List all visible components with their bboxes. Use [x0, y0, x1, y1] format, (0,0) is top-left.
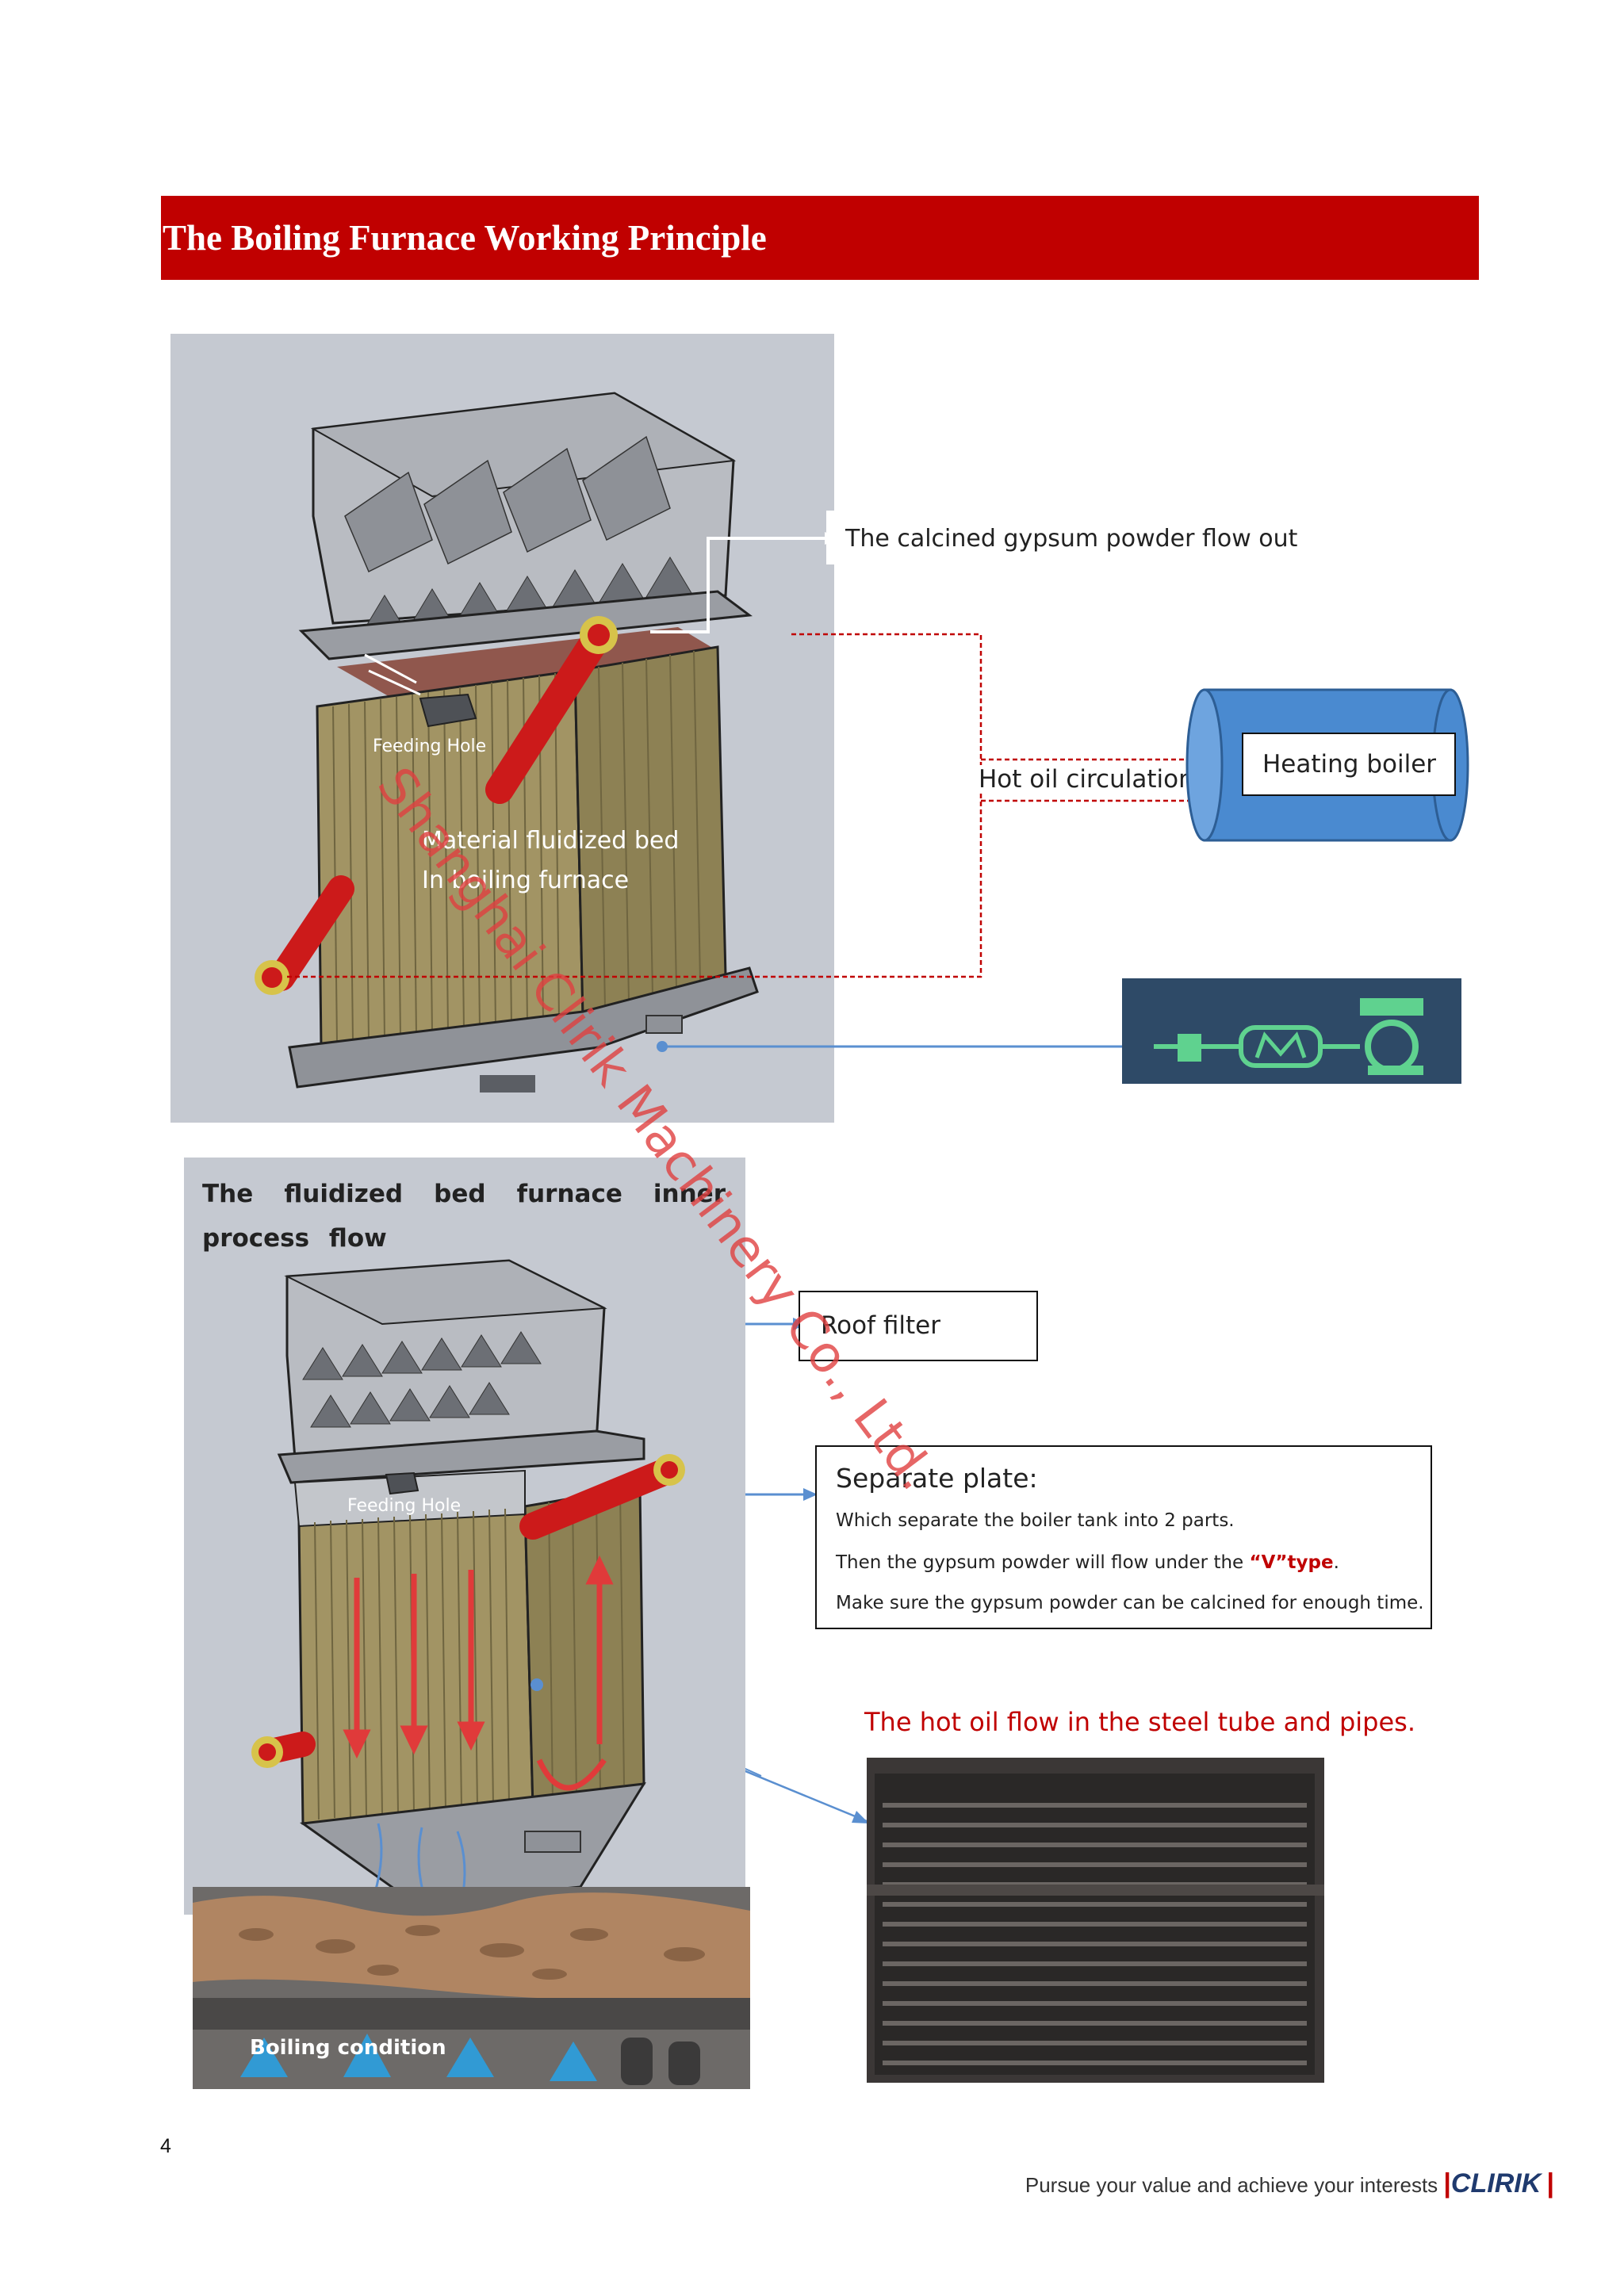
furnace-illustration-bottom	[251, 1259, 685, 1904]
hot-oil-circulation-label: Hot oil circulation	[975, 765, 1197, 794]
motor-blower-icon	[1122, 978, 1461, 1084]
footer-slogan: Pursue your value and achieve your inter…	[1025, 2173, 1438, 2197]
hot-oil-caption: The hot oil flow in the steel tube and p…	[864, 1707, 1415, 1737]
furnace-render-bottom: The fluidized bed furnace inner process …	[184, 1158, 745, 1915]
flow-out-label: The calcined gypsum powder flow out	[845, 525, 1298, 553]
page-number: 4	[160, 2135, 171, 2157]
section-title: The Boiling Furnace Working Principle	[163, 218, 767, 258]
fluidized-bed-label-line2: In boiling furnace	[422, 867, 630, 894]
boiling-condition-image: Boiling condition	[193, 1887, 750, 2089]
separate-plate-line3: Make sure the gypsum powder can be calci…	[836, 1593, 1424, 1613]
separate-plate-line1: Which separate the boiler tank into 2 pa…	[836, 1510, 1235, 1531]
process-flow-title: The fluidized bed furnace inner process …	[202, 1180, 726, 1253]
section-header-banner: The Boiling Furnace Working Principle	[161, 196, 1479, 280]
boiling-condition-illustration	[193, 1887, 750, 2089]
boiling-condition-label: Boiling condition	[250, 2036, 446, 2060]
flow-out-callout: The calcined gypsum powder flow out	[826, 511, 1297, 564]
separate-plate-title: Separate plate:	[836, 1463, 1038, 1494]
separate-plate-line2: Then the gypsum powder will flow under t…	[836, 1552, 1339, 1573]
footer-divider-left: |	[1443, 2168, 1451, 2198]
feeding-hole-label-bottom: Feeding Hole	[347, 1496, 462, 1516]
furnace-illustration-top	[255, 392, 759, 1093]
footer-divider-right: |	[1546, 2168, 1554, 2198]
fluidized-bed-label-line1: Material fluidized bed	[422, 827, 680, 855]
steel-tube-image	[867, 1758, 1324, 2083]
roof-filter-label: Roof filter	[799, 1291, 1038, 1361]
footer: Pursue your value and achieve your inter…	[1025, 2168, 1554, 2199]
v-type-emphasis: “V”type	[1249, 1552, 1334, 1573]
steel-tube-illustration	[867, 1758, 1324, 2083]
footer-brand-logo: CLIRIK	[1450, 2168, 1542, 2198]
separate-plate-callout: Separate plate: Which separate the boile…	[815, 1445, 1432, 1629]
feeding-hole-label: Feeding Hole	[373, 737, 487, 756]
separate-plate-line2-end: .	[1333, 1552, 1339, 1573]
heating-boiler-label: Heating boiler	[1242, 733, 1456, 796]
separate-plate-line2-text: Then the gypsum powder will flow under t…	[836, 1552, 1250, 1573]
furnace-render-top: Feeding Hole Material fluidized bed In b…	[170, 334, 834, 1123]
